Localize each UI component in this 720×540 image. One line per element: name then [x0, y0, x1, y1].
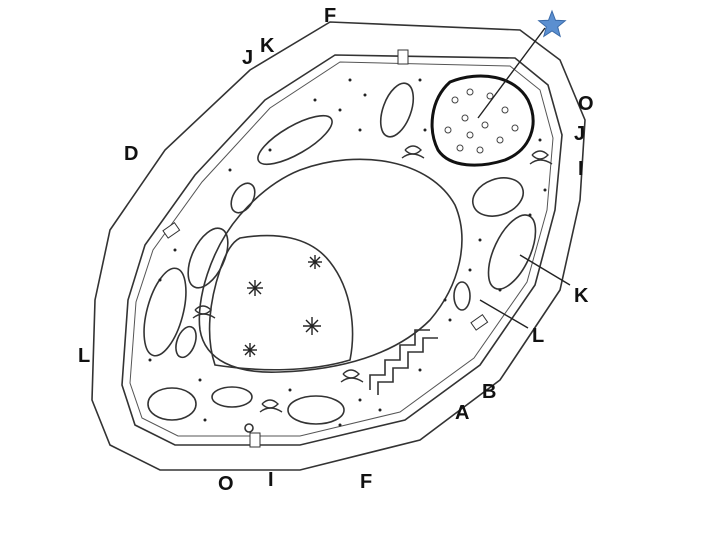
endoplasmic-reticulum [369, 329, 430, 390]
label-A: A [455, 402, 469, 424]
vesicle [472, 177, 524, 217]
label-O-bottom: O [218, 473, 234, 495]
highlighted-organelle [430, 74, 535, 167]
plasmodesmata [162, 49, 489, 448]
label-D: D [124, 143, 138, 165]
nucleus [208, 234, 354, 371]
star-icon [537, 9, 567, 38]
label-F-bottom: F [360, 471, 372, 493]
label-J-top: J [242, 47, 253, 69]
label-B: B [482, 381, 496, 403]
cell-wall-outer [91, 21, 586, 471]
cytoplasm-granules [148, 78, 547, 427]
label-L-left: L [78, 345, 90, 367]
label-J-right: J [574, 123, 585, 145]
highlighted-organelle-dots [444, 88, 519, 154]
label-K-right: K [574, 285, 589, 307]
label-I-bottom: I [268, 469, 274, 491]
mitochondrion [211, 386, 253, 408]
mitochondrion [230, 182, 256, 214]
central-vacuole [198, 158, 463, 373]
label-L-right: L [532, 325, 544, 347]
label-K-top: K [260, 35, 275, 57]
label-I-right: I [578, 158, 584, 180]
cell-membrane [121, 54, 563, 446]
mitochondrion [175, 325, 197, 359]
mitochondrion [287, 395, 345, 425]
golgi-apparatus [192, 145, 553, 413]
organelles [147, 82, 524, 433]
cell-membrane-inner [129, 61, 554, 437]
small-vesicle [244, 423, 254, 433]
mitochondrion [187, 227, 229, 289]
mitochondrion [453, 281, 471, 311]
leader-lines [477, 27, 571, 329]
vesicle [147, 387, 197, 421]
label-O-right: O [578, 93, 594, 115]
label-F-top: F [324, 5, 336, 27]
endoplasmic-reticulum [377, 337, 438, 395]
mitochondrion [379, 82, 415, 138]
nucleolus-group [243, 255, 322, 357]
